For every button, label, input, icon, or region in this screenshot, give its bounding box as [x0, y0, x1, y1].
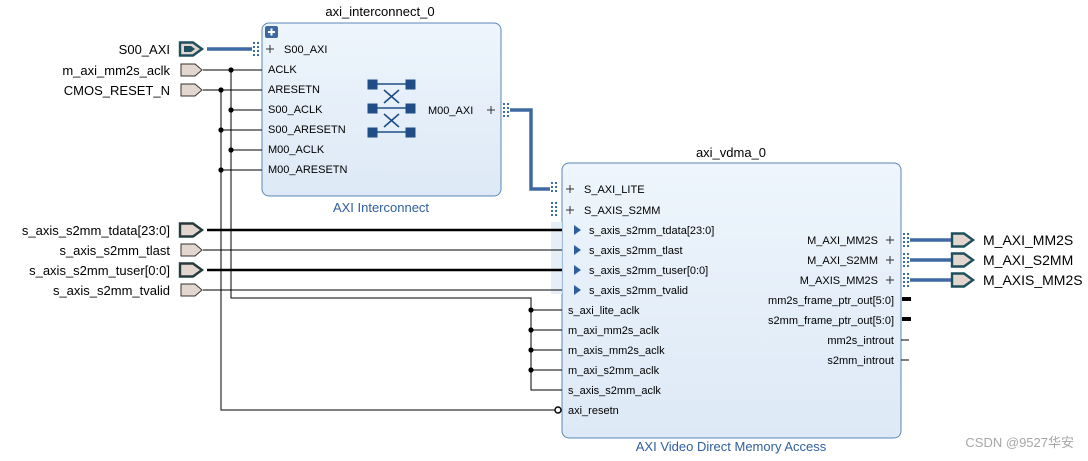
plus-icon[interactable]: [265, 26, 278, 38]
vdma-right-signal-pins[interactable]: [901, 297, 911, 361]
vdma-port-label: s_axis_s2mm_tdata[23:0]: [589, 225, 714, 237]
interconnect-m00-axi-port[interactable]: [487, 103, 509, 117]
vdma-port-label: s_axis_s2mm_aclk: [568, 385, 661, 397]
triangle-icon: [574, 225, 581, 295]
vdma-port-label: M_AXI_MM2S: [807, 235, 878, 247]
m00-to-s-axi-lite-bus-wire[interactable]: [510, 108, 550, 191]
vdma-block[interactable]: [561, 162, 902, 439]
vdma-subtitle: AXI Video Direct Memory Access: [636, 439, 827, 454]
vdma-port-label: mm2s_introut: [827, 335, 894, 347]
vdma-s-axi-lite-port[interactable]: [551, 182, 574, 193]
ext-port-m-axi-s2mm[interactable]: [950, 252, 976, 268]
clock-net[interactable]: [203, 67, 562, 391]
interconnect-subtitle: AXI Interconnect: [333, 200, 429, 215]
vdma-port-label: s_axis_s2mm_tvalid: [589, 285, 688, 297]
inversion-bubble: [554, 406, 562, 414]
ext-port-s00-axi[interactable]: [178, 41, 205, 57]
ext-input-label: CMOS_RESET_N: [64, 83, 170, 98]
vdma-port-label: mm2s_frame_ptr_out[5:0]: [768, 295, 894, 307]
ext-port-tlast[interactable]: [180, 243, 203, 257]
interconnect-port-label: ACLK: [268, 64, 297, 76]
vdma-port-label: s2mm_frame_ptr_out[5:0]: [768, 315, 894, 327]
vdma-port-label: M_AXIS_MM2S: [800, 275, 878, 287]
ext-port-m-axi-mm2s-aclk[interactable]: [180, 63, 203, 77]
interconnect-port-label: M00_AXI: [428, 105, 473, 117]
interconnect-port-label: S00_ACLK: [268, 104, 323, 116]
ext-port-tvalid[interactable]: [180, 283, 203, 297]
ext-port-m-axi-mm2s[interactable]: [950, 232, 976, 248]
interconnect-instance-name: axi_interconnect_0: [325, 4, 434, 19]
ext-input-label: s_axis_s2mm_tuser[0:0]: [29, 263, 170, 278]
ext-output-label: M_AXI_MM2S: [983, 232, 1073, 248]
ext-input-label: s_axis_s2mm_tdata[23:0]: [22, 223, 170, 238]
ext-input-label: m_axi_mm2s_aclk: [62, 63, 170, 78]
vdma-port-label: s_axi_lite_aclk: [568, 305, 640, 317]
interconnect-port-label: M00_ARESETN: [268, 164, 348, 176]
ext-port-cmos-reset-n[interactable]: [180, 83, 203, 97]
crossbar-icon: [367, 79, 416, 138]
vdma-port-label: S_AXIS_S2MM: [584, 205, 660, 217]
vdma-s-axis-s2mm-port[interactable]: [551, 202, 574, 216]
vdma-port-label: S_AXI_LITE: [584, 184, 645, 196]
vdma-right-bus-ports[interactable]: [886, 233, 909, 287]
ext-port-tuser[interactable]: [178, 262, 205, 278]
vdma-port-label: m_axis_mm2s_aclk: [568, 345, 665, 357]
ext-port-m-axis-mm2s[interactable]: [950, 272, 976, 288]
watermark: CSDN @9527华安: [965, 435, 1074, 450]
interconnect-port-label: M00_ACLK: [268, 144, 325, 156]
interconnect-port-label: ARESETN: [268, 84, 320, 96]
ext-input-label: s_axis_s2mm_tlast: [59, 243, 170, 258]
interconnect-port-label: S00_AXI: [284, 44, 327, 56]
ext-input-label: s_axis_s2mm_tvalid: [53, 283, 170, 298]
vdma-port-label: m_axi_mm2s_aclk: [568, 325, 660, 337]
vdma-port-label: m_axi_s2mm_aclk: [568, 365, 660, 377]
vdma-port-label: axi_resetn: [568, 405, 619, 417]
ext-output-label: M_AXI_S2MM: [983, 252, 1073, 268]
vdma-instance-name: axi_vdma_0: [696, 145, 766, 160]
ext-port-tdata[interactable]: [178, 222, 205, 238]
vdma-port-label: s_axis_s2mm_tlast: [589, 245, 683, 257]
ext-input-label: S00_AXI: [119, 42, 170, 57]
ext-output-label: M_AXIS_MM2S: [983, 272, 1083, 288]
interconnect-port-label: S00_ARESETN: [268, 124, 346, 136]
reset-net[interactable]: [203, 87, 562, 414]
interconnect-s00-axi-port[interactable]: [253, 42, 274, 56]
vdma-port-label: M_AXI_S2MM: [807, 255, 878, 267]
vdma-port-label: s2mm_introut: [827, 355, 894, 367]
vdma-port-label: s_axis_s2mm_tuser[0:0]: [589, 265, 708, 277]
